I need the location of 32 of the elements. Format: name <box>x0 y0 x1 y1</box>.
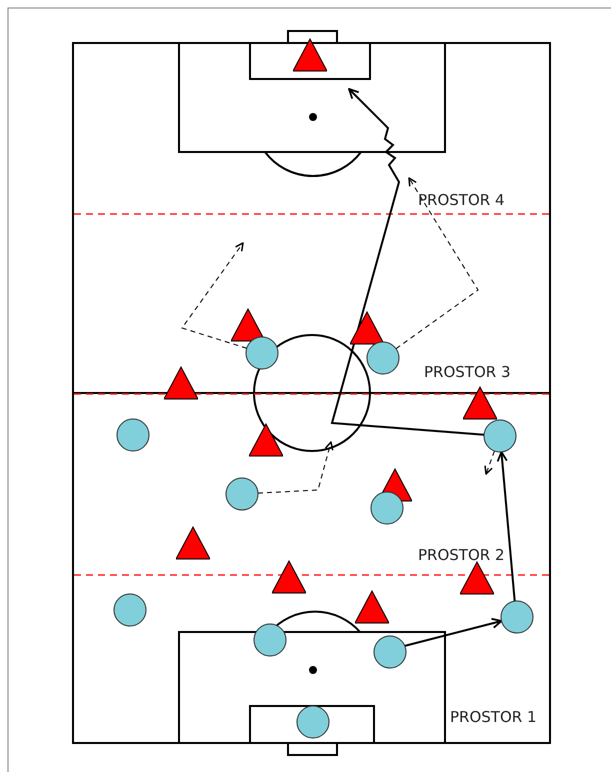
dashed-arrow <box>181 242 248 349</box>
teammate-marker <box>373 635 407 669</box>
teammate-marker <box>370 491 404 525</box>
zone-label: PROSTOR 2 <box>418 546 504 564</box>
opponent-marker <box>355 590 389 624</box>
opponent-marker <box>350 311 384 345</box>
zone-label: PROSTOR 1 <box>450 708 536 726</box>
teammate-marker <box>225 477 259 511</box>
teammate-marker <box>116 418 150 452</box>
arrow <box>404 618 502 647</box>
zone-label: PROSTOR 3 <box>424 363 510 381</box>
teammate-marker <box>113 593 147 627</box>
dashed-arrow <box>257 441 334 494</box>
arrow <box>496 451 516 602</box>
opponent-marker <box>272 560 306 594</box>
dashed-arrow <box>484 450 495 475</box>
opponent-marker <box>176 526 210 560</box>
opponent-marker <box>164 366 198 400</box>
zone-label: PROSTOR 4 <box>418 191 504 209</box>
opponent-marker <box>231 308 265 342</box>
opponent-marker <box>249 423 283 457</box>
opponent-marker <box>463 386 497 420</box>
opponent-marker <box>293 38 327 72</box>
teammate-marker <box>245 336 279 370</box>
arrow <box>330 88 484 436</box>
teammate-marker <box>500 600 534 634</box>
teammate-marker <box>296 705 330 739</box>
dashed-arrow <box>396 177 479 350</box>
teammate-marker <box>483 419 517 453</box>
teammate-marker <box>253 623 287 657</box>
opponent-marker <box>460 561 494 595</box>
teammate-marker <box>366 341 400 375</box>
